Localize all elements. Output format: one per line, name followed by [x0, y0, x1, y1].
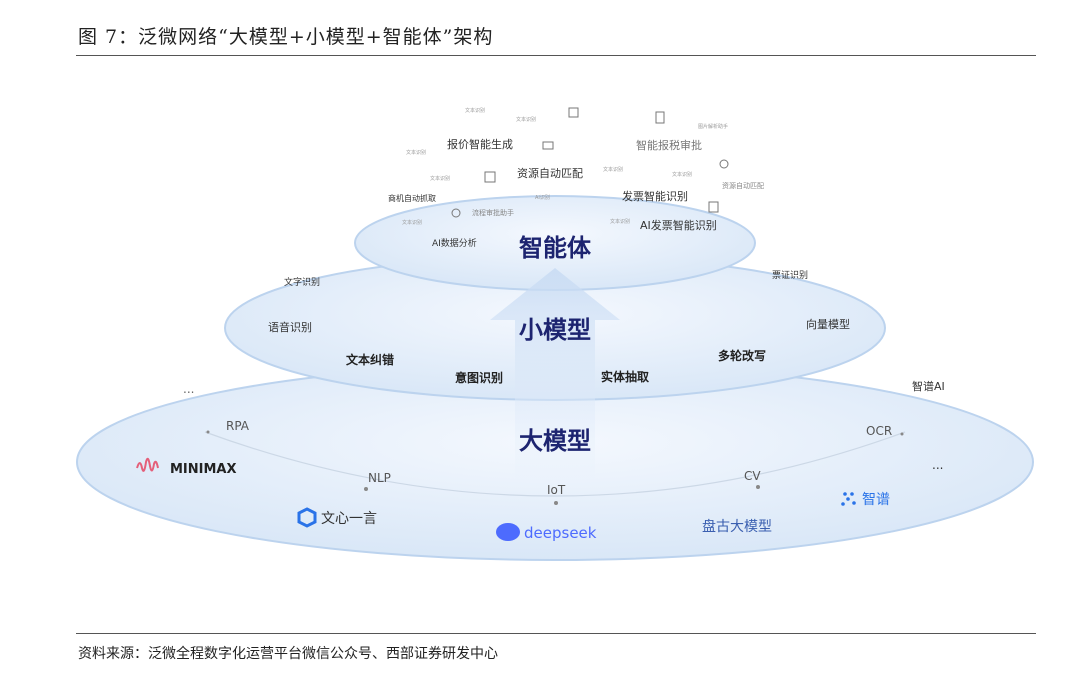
ellipsis: ...	[932, 458, 943, 472]
vendor-wenxin: 文心一言	[321, 511, 377, 527]
tablet-icon	[708, 201, 719, 213]
image-icon	[542, 141, 554, 150]
tech-dot	[206, 430, 210, 434]
tech-label: CV	[744, 469, 761, 483]
agent-minor-item: 文本识别	[610, 218, 630, 225]
ellipsis: ...	[183, 382, 194, 396]
tech-dot	[364, 487, 368, 491]
title-rule	[76, 55, 1036, 56]
zhipu-logo-icon	[841, 492, 856, 506]
agent-minor-item: 文本识别	[402, 219, 422, 226]
small-model-item: 文本纠错	[346, 352, 394, 367]
chart-icon	[484, 171, 496, 183]
agent-item: 商机自动抓取	[388, 193, 436, 203]
agent-item: 资源自动匹配	[722, 181, 764, 190]
small-model-item: 意图识别	[455, 370, 503, 385]
box-icon	[568, 107, 579, 118]
vendor-zhipu-ai: 智谱AI	[912, 379, 945, 393]
vendor-pangu: 盘古大模型	[702, 518, 772, 535]
agent-item: 流程审批助手	[472, 208, 514, 217]
vendor-zhipu: 智谱	[862, 492, 890, 508]
agent-minor-item: 图片解析助手	[698, 123, 728, 130]
small-model-item: 文字识别	[284, 276, 320, 288]
agent-item: 智能报税审批	[636, 138, 702, 152]
agent-minor-item: 文本识别	[430, 175, 450, 182]
tech-dot	[756, 485, 760, 489]
agent-minor-item: 文本识别	[672, 171, 692, 178]
upward-arrow	[490, 268, 620, 480]
wenxin-logo-icon	[297, 507, 317, 528]
agent-item: 报价智能生成	[447, 137, 513, 151]
vendor-minimax: MINIMAX	[170, 462, 237, 477]
figure-title: 图 7：泛微网络“大模型+小模型+智能体”架构	[78, 26, 494, 48]
tech-dot	[900, 432, 904, 436]
small-model-item: 实体抽取	[601, 369, 649, 384]
tech-dot	[554, 501, 558, 505]
deepseek-whale-icon	[496, 523, 520, 541]
tech-label: OCR	[866, 424, 892, 438]
agent-layer-title: 智能体	[519, 234, 592, 262]
agent-minor-item: 文本识别	[465, 107, 485, 114]
agent-minor-item: 文本识别	[406, 149, 426, 156]
tech-arc	[204, 431, 906, 497]
gear-icon	[719, 159, 729, 169]
small-model-item: 向量模型	[806, 317, 850, 331]
source-note: 资料来源：泛微全程数字化运营平台微信公众号、西部证券研发中心	[78, 646, 498, 662]
vendor-deepseek: deepseek	[524, 524, 597, 542]
source-rule	[76, 633, 1036, 634]
agent-item: 发票智能识别	[622, 189, 688, 203]
large-model-layer-title: 大模型	[519, 427, 591, 455]
small-model-item: 票证识别	[772, 270, 808, 281]
tech-label: NLP	[368, 471, 391, 485]
agent-item: 资源自动匹配	[517, 166, 583, 180]
document-icon	[655, 111, 665, 124]
settings-icon	[451, 208, 461, 218]
agent-minor-item: 文本识别	[603, 166, 623, 173]
small-model-item: 语音识别	[268, 320, 312, 334]
agent-item: AI发票智能识别	[640, 218, 717, 232]
tech-label: RPA	[226, 419, 250, 433]
tech-label: IoT	[547, 483, 566, 497]
minimax-logo-icon	[136, 457, 159, 472]
small-model-item: 多轮改写	[718, 348, 766, 363]
agent-minor-item: AI识别	[535, 194, 550, 201]
small-model-layer-title: 小模型	[519, 316, 591, 344]
agent-minor-item: 文本识别	[516, 116, 536, 123]
agent-item: AI数据分析	[432, 237, 477, 249]
